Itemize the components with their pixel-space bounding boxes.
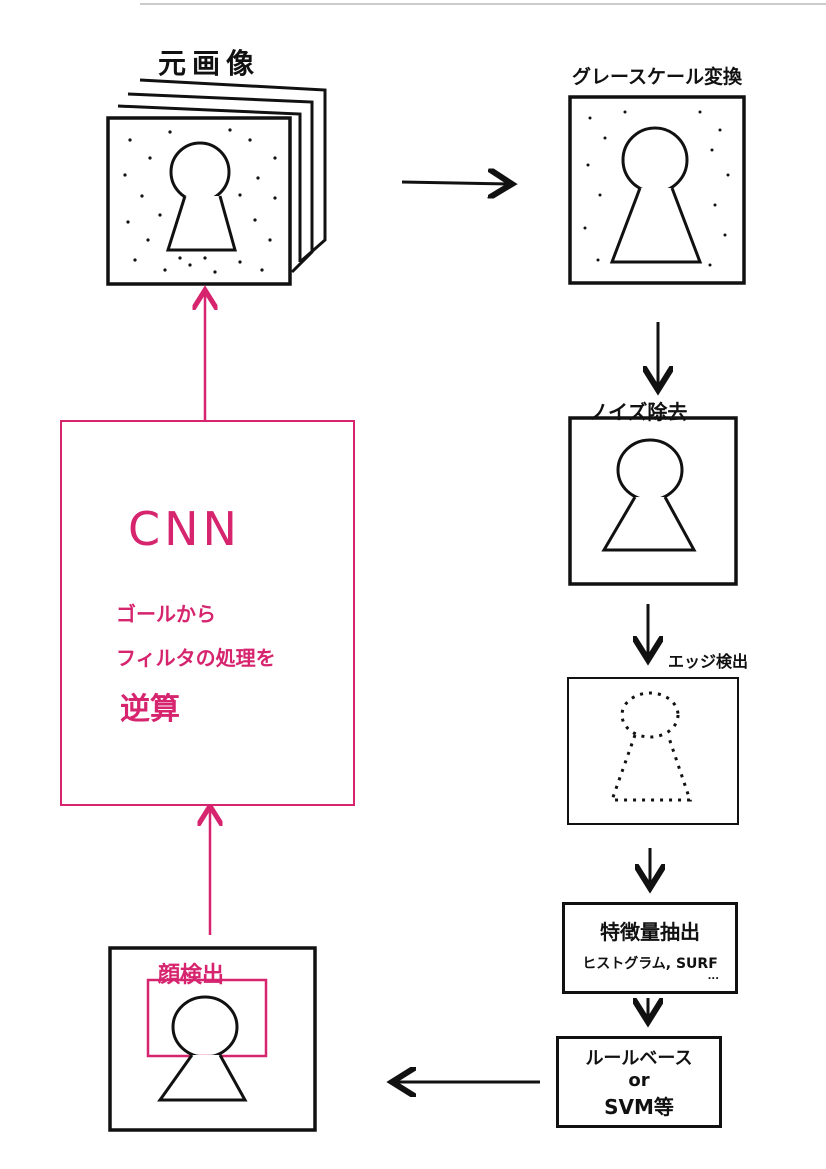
grayscale-label: グレースケール変換 [572, 66, 743, 88]
cnn-desc-line3: 逆算 [120, 692, 180, 727]
classifier-rule-based: ルールベース [585, 1048, 693, 1069]
feature-extraction-ellipsis: ... [707, 970, 719, 982]
cnn-desc-line2: フィルタの処理を [116, 646, 276, 670]
classifier-or: or [628, 1070, 650, 1091]
original-image-silhouette [165, 141, 237, 252]
feature-extraction-box: 特徴量抽出 ヒストグラム, SURF ... [562, 902, 738, 994]
cnn-desc-line1: ゴールから [116, 602, 216, 626]
face-detection-image [108, 946, 317, 1132]
face-detection-label: 顔検出 [158, 963, 225, 988]
noise-removed-image [568, 416, 738, 586]
edge-detection-label: エッジ検出 [668, 652, 749, 671]
grayscale-noise [583, 110, 730, 267]
classifier-svm: SVM等 [604, 1095, 674, 1119]
arrow-original-to-grayscale [401, 182, 512, 184]
cnn-title: CNN [128, 502, 241, 556]
edge-image [567, 677, 739, 825]
cnn-box: CNN ゴールから フィルタの処理を 逆算 [60, 420, 355, 806]
original-image-noise [123, 128, 277, 274]
noise-removal-label: ノイズ除去 [588, 400, 688, 424]
grayscale-image [568, 95, 746, 285]
classifier-box: ルールベース or SVM等 [556, 1036, 722, 1128]
original-image-label: 元画像 [158, 47, 261, 80]
feature-extraction-methods: ヒストグラム, SURF [582, 955, 718, 972]
feature-extraction-title: 特徴量抽出 [600, 919, 700, 944]
